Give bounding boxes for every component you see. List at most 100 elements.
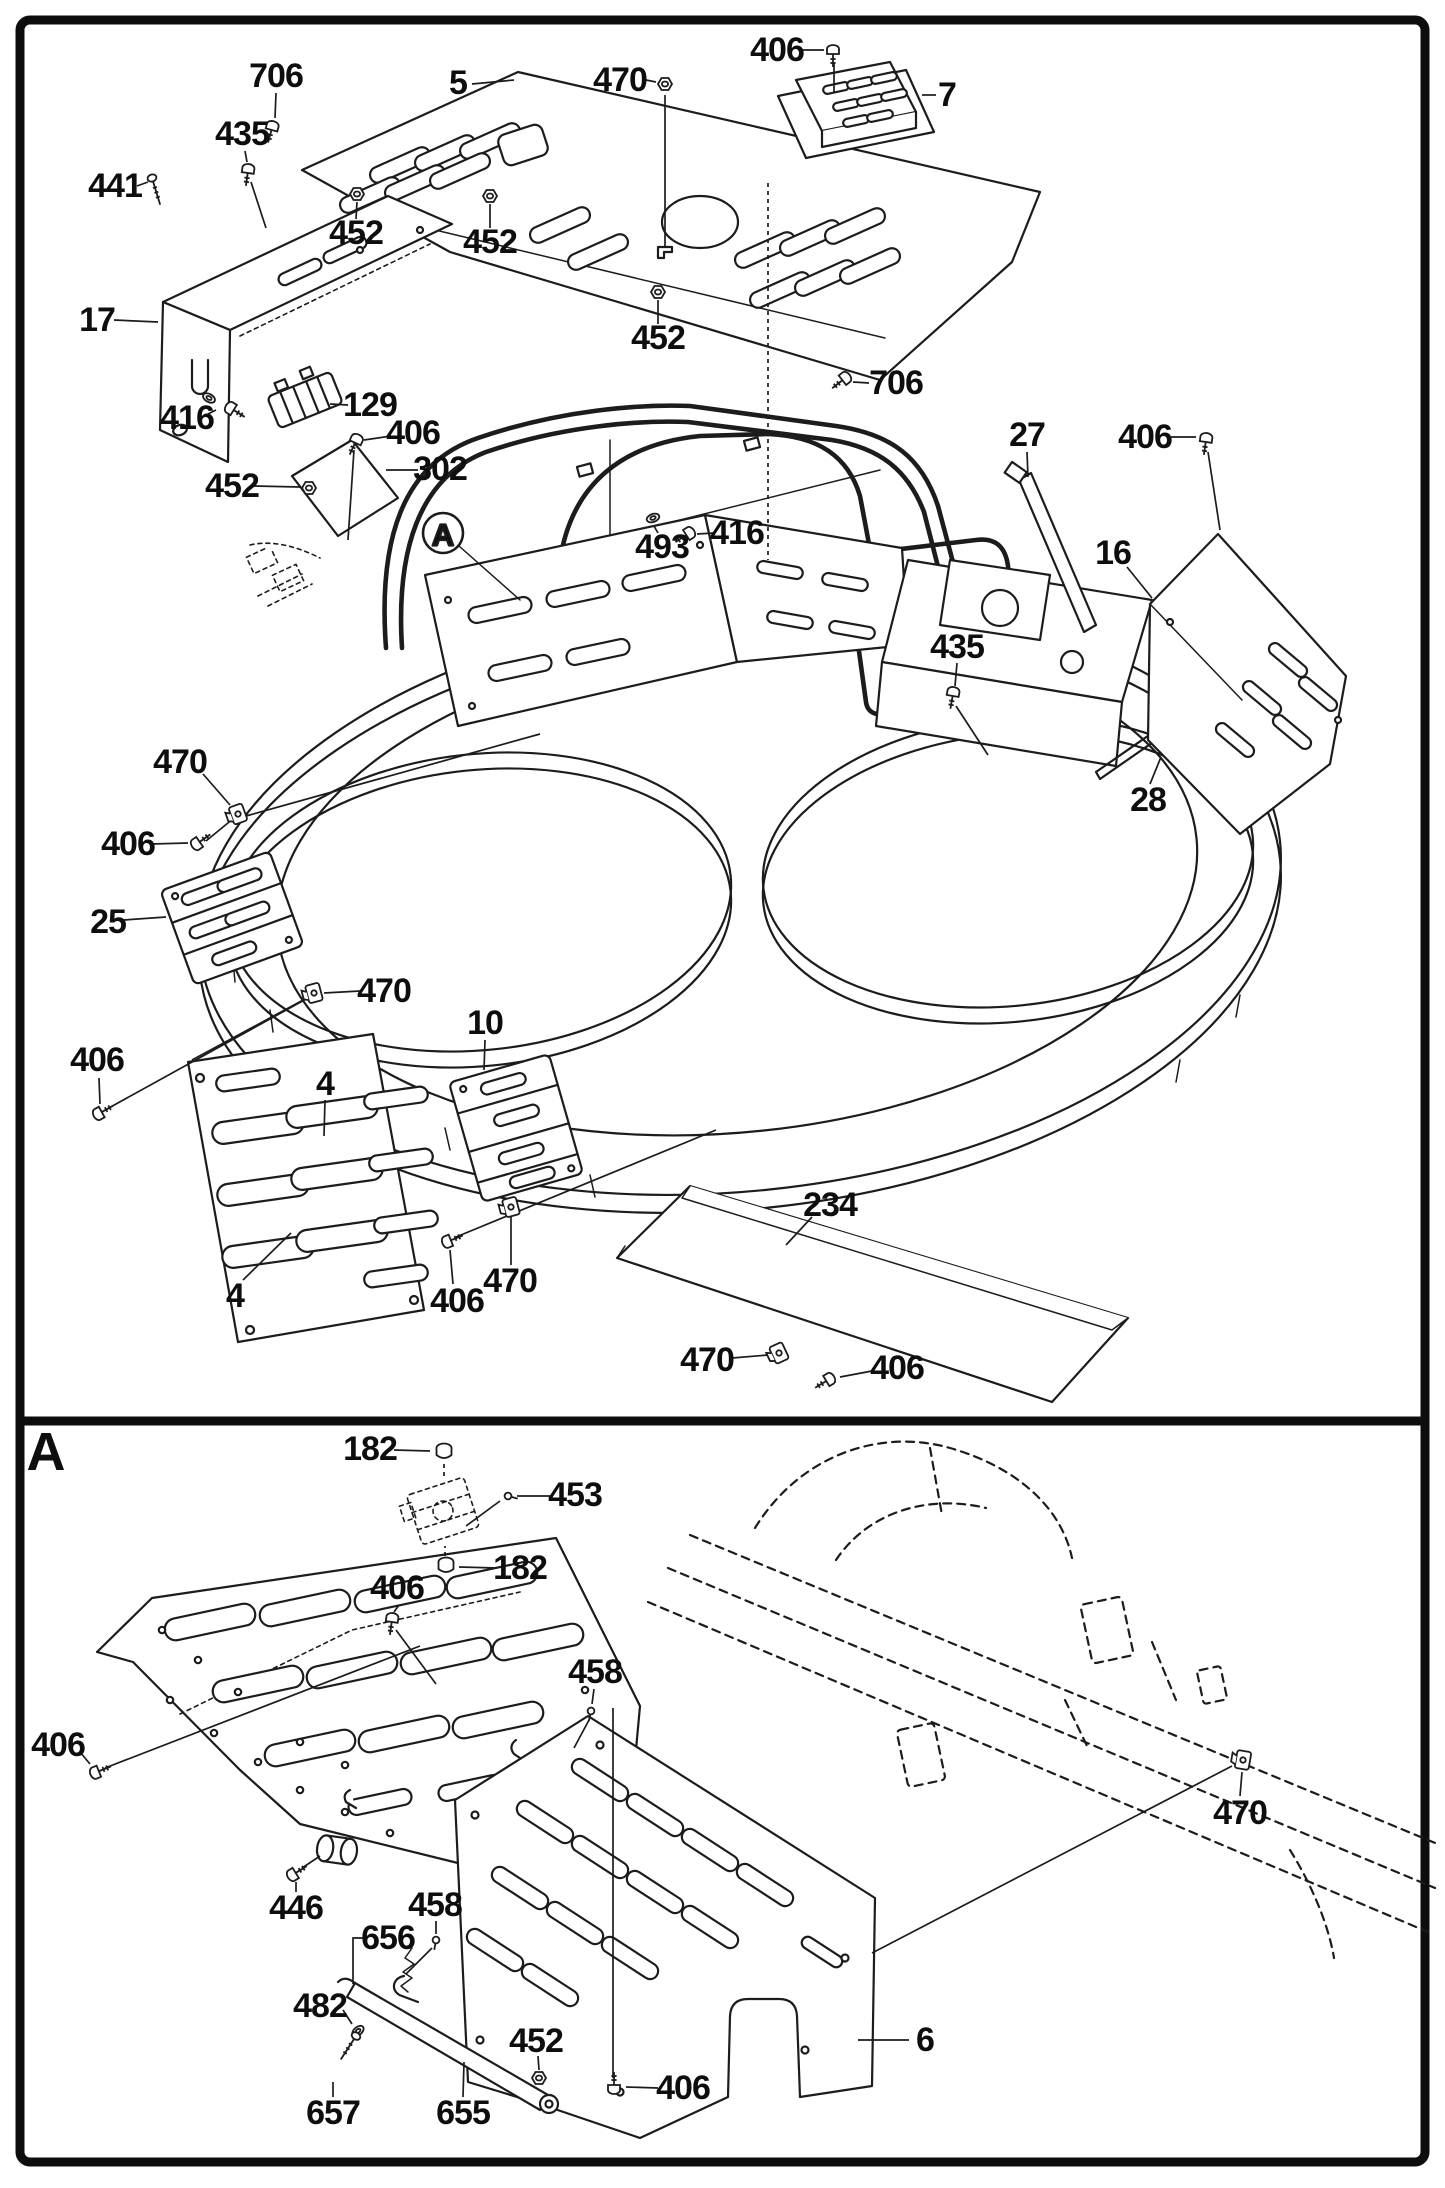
bolt-icon [439,1228,467,1251]
leader-line-10 [483,1039,486,1071]
nut-icon [650,285,666,299]
leader-line-129 [329,403,349,406]
part-callout-493: 493 [635,528,689,566]
detail-a-marker-letter: A [432,518,454,553]
bolt-icon [87,1759,115,1782]
part-callout-657: 657 [306,2094,360,2132]
wire-connector-bundle [245,542,321,607]
nut-icon [657,77,673,91]
part-callout-446: 446 [269,1889,323,1927]
part-callout-406: 406 [656,2069,710,2107]
detail-a-marker: A [421,511,521,601]
ecu-module-129 [267,365,343,429]
leader-line-470 [323,990,361,994]
capnut-icon [437,1556,455,1573]
leader-line-27 [1026,451,1029,478]
leader-line-16 [1126,566,1153,599]
part-callout-406: 406 [1118,418,1172,456]
bolt-icon [1197,431,1214,457]
leader-line-5 [471,79,515,85]
leader-line-452 [355,201,358,220]
plate-302 [245,438,400,607]
bracket-17 [158,194,454,464]
part-callout-406: 406 [430,1282,484,1320]
leader-line-435 [244,150,248,163]
part-callout-452: 452 [509,2022,563,2060]
part-callout-470: 470 [593,61,647,99]
part-callout-656: 656 [361,1919,415,1957]
leader-line-4 [242,1232,292,1281]
leader-line-406 [625,2086,659,2089]
part-callout-4: 4 [316,1065,335,1103]
engine-deck [874,558,1154,768]
latch-spring-458 [392,1947,420,2004]
page-border [15,15,1430,2167]
part-callout-406: 406 [70,1041,124,1079]
part-callout-129: 129 [343,386,397,424]
leader-line-25 [123,916,167,921]
engine-cover-5 [300,70,1042,382]
bolt-icon [811,1370,838,1394]
leader-line-28 [1149,756,1162,785]
leader-line-406 [839,1370,873,1378]
construction-line [395,1629,437,1685]
section-a-label: A [27,1422,66,1482]
leader-line-182 [458,1566,498,1569]
part-callout-452: 452 [463,223,517,261]
battery-box-7 [776,60,936,160]
part-callout-406: 406 [870,1349,924,1387]
bolt-icon [827,369,855,394]
part-callout-470: 470 [483,1262,537,1300]
part-callout-234: 234 [803,1186,858,1224]
leader-line-17 [113,319,159,323]
leader-line-706 [852,381,870,384]
leader-line-182 [393,1449,431,1452]
part-callout-453: 453 [548,1476,602,1514]
part-callout-470: 470 [1213,1794,1267,1832]
part-callout-406: 406 [101,825,155,863]
damper-assembly [398,1477,480,1545]
part-callout-4: 4 [226,1277,245,1315]
part-callout-435: 435 [215,115,269,153]
detail-a-view [95,1440,1442,2140]
guard-panel-6 [453,1714,877,2140]
floor-tray-234 [615,1184,1130,1404]
nut-icon [349,187,365,201]
construction-line [465,1500,501,1527]
leader-line-470 [1239,1771,1243,1797]
part-callout-302: 302 [413,450,467,488]
construction-lines [104,62,1233,2078]
part-callout-182: 182 [493,1549,547,1587]
part-callout-406: 406 [750,31,804,69]
part-callout-458: 458 [568,1653,622,1691]
part-callout-706: 706 [249,57,303,95]
leader-line-470 [202,773,231,806]
ghost-frame [646,1440,1442,1960]
bolt-icon [187,828,215,853]
part-callout-416: 416 [160,399,214,437]
strip-655 [336,1977,560,2115]
construction-line [455,1129,717,1238]
construction-line [347,449,355,541]
washer-icon [644,511,662,525]
leader-line-452 [253,485,301,488]
pin-icon [336,2029,363,2063]
part-callout-416: 416 [710,514,764,552]
nut-icon [301,481,317,495]
part-callout-470: 470 [680,1341,734,1379]
tinyscrew-icon [502,1490,520,1503]
part-callout-5: 5 [449,64,467,102]
part-callout-452: 452 [205,467,259,505]
part-callout-406: 406 [386,414,440,452]
leader-line-406 [98,1077,101,1105]
part-callout-435: 435 [930,628,984,666]
bolt-icon [826,44,840,68]
leader-line-470 [731,1354,769,1359]
part-callout-25: 25 [90,903,126,941]
leader-line-406 [449,1249,454,1285]
part-callout-452: 452 [631,319,685,357]
chassis-bulkhead [423,513,910,728]
